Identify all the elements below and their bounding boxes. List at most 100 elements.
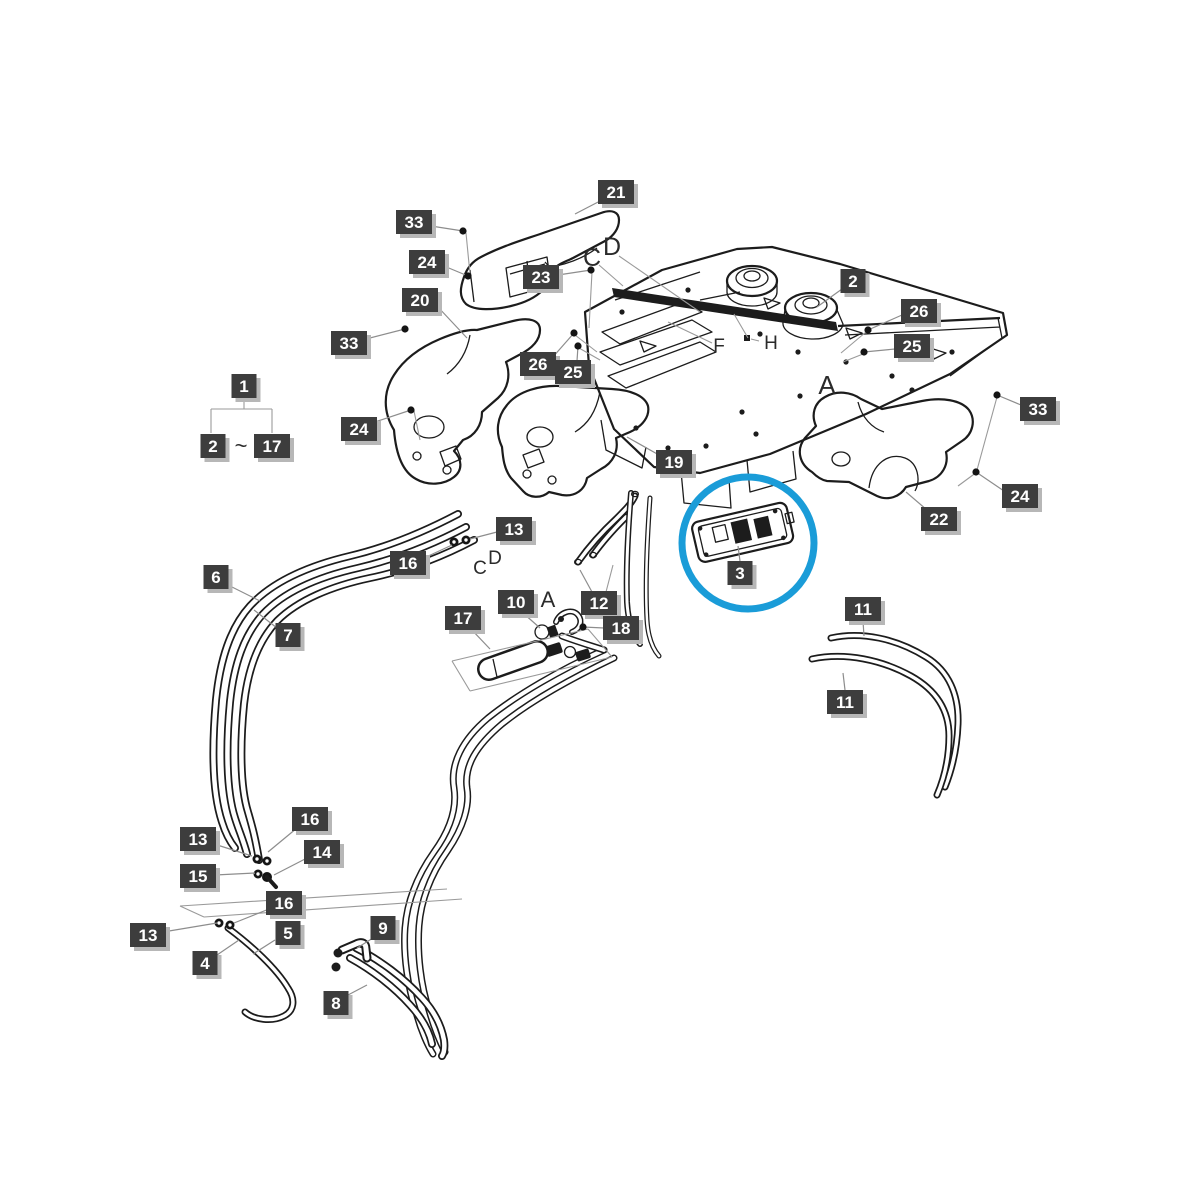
part-label-14[interactable]: 14	[304, 840, 344, 868]
label-text: 21	[607, 183, 626, 202]
part-label-2[interactable]: 2	[840, 269, 870, 297]
part-label-2[interactable]: 2	[200, 434, 230, 462]
label-box	[130, 923, 166, 947]
label-text: 9	[378, 919, 387, 938]
label-box	[496, 517, 532, 541]
part-label-17[interactable]: 17	[445, 606, 485, 634]
tube-8-9-drawing	[331, 938, 449, 1060]
part-label-16[interactable]: 16	[292, 807, 332, 835]
label-box	[323, 991, 349, 1015]
fastener-dot	[864, 326, 872, 334]
part-label-10[interactable]: 10	[498, 590, 538, 618]
part-label-24[interactable]: 24	[1002, 484, 1042, 512]
fastener-dot	[401, 325, 409, 333]
part-label-16[interactable]: 16	[390, 551, 430, 579]
part-label-19[interactable]: 19	[656, 450, 696, 478]
label-box	[304, 840, 340, 864]
label-box	[266, 891, 302, 915]
label-text: 16	[301, 810, 320, 829]
label-text: 14	[313, 843, 332, 862]
leader-line	[579, 569, 593, 593]
leader-line	[347, 984, 368, 996]
part-label-5[interactable]: 5	[275, 921, 305, 949]
label-box	[656, 450, 692, 474]
part-label-6[interactable]: 6	[203, 565, 233, 593]
part-label-26[interactable]: 26	[901, 299, 941, 327]
reference-lines	[179, 232, 998, 918]
label-text: 7	[283, 626, 292, 645]
fastener-dot	[459, 227, 467, 235]
part-label-4[interactable]: 4	[192, 951, 222, 979]
label-box	[1020, 397, 1056, 421]
part-label-1[interactable]: 1	[231, 374, 261, 402]
part-label-25[interactable]: 25	[555, 360, 595, 388]
label-box	[1002, 484, 1038, 508]
part-label-20[interactable]: 20	[402, 288, 442, 316]
part-label-11[interactable]: 11	[827, 690, 867, 718]
label-text: 19	[665, 453, 684, 472]
part-label-33[interactable]: 33	[396, 210, 436, 238]
label-box	[192, 951, 218, 975]
label-box	[180, 827, 216, 851]
label-text: 33	[405, 213, 424, 232]
label-text: 13	[139, 926, 158, 945]
part-label-16[interactable]: 16	[266, 891, 306, 919]
label-text: 16	[399, 554, 418, 573]
label-text: 8	[331, 994, 340, 1013]
part-label-25[interactable]: 25	[894, 334, 934, 362]
diagram-artwork	[179, 210, 1009, 1060]
part-label-17[interactable]: 17	[254, 434, 294, 462]
part-label-7[interactable]: 7	[275, 623, 305, 651]
label-box	[292, 807, 328, 831]
label-box	[581, 591, 617, 615]
leader-line	[557, 269, 592, 276]
part-label-26[interactable]: 26	[520, 352, 560, 380]
label-text: 3	[735, 564, 744, 583]
fastener-dot	[464, 272, 472, 280]
leader-line	[162, 922, 218, 933]
part-label-8[interactable]: 8	[323, 991, 353, 1019]
leader-line	[430, 225, 464, 232]
part-label-13[interactable]: 13	[130, 923, 170, 951]
part-label-18[interactable]: 18	[603, 616, 643, 644]
part-17-filter-drawing	[477, 608, 584, 681]
fastener-dot	[579, 623, 587, 631]
label-text: 24	[350, 420, 369, 439]
label-text: 11	[836, 693, 854, 712]
long-tube-bundle-drawing	[401, 632, 618, 1058]
label-box	[555, 360, 591, 384]
part-label-21[interactable]: 21	[598, 180, 638, 208]
label-box	[254, 434, 290, 458]
part-label-24[interactable]: 24	[409, 250, 449, 278]
leader-line	[371, 409, 412, 424]
leader-line	[233, 908, 270, 924]
part-label-15[interactable]: 15	[180, 864, 220, 892]
part-label-23[interactable]: 23	[523, 265, 563, 293]
label-text: 18	[612, 619, 631, 638]
reference-letter-H: H	[764, 333, 778, 354]
part-label-3[interactable]: 3	[727, 561, 757, 589]
part-label-13[interactable]: 13	[496, 517, 536, 545]
label-text: 24	[1011, 487, 1030, 506]
part-label-33[interactable]: 33	[331, 331, 371, 359]
part-label-9[interactable]: 9	[370, 916, 400, 944]
leader-line	[252, 939, 276, 955]
leader-line	[216, 939, 240, 956]
label-box	[396, 210, 432, 234]
part-label-13[interactable]: 13	[180, 827, 220, 855]
reference-letter-D: D	[488, 548, 502, 569]
label-text: 22	[930, 510, 949, 529]
part-label-24[interactable]: 24	[341, 417, 381, 445]
part-label-11[interactable]: 11	[845, 597, 885, 625]
part-label-12[interactable]: 12	[581, 591, 621, 619]
label-box	[894, 334, 930, 358]
part-label-33[interactable]: 33	[1020, 397, 1060, 425]
label-text: 17	[263, 437, 282, 456]
leader-line	[227, 584, 261, 602]
label-text: 24	[418, 253, 437, 272]
part-22-drawing	[798, 391, 974, 500]
label-box	[498, 590, 534, 614]
part-label-22[interactable]: 22	[921, 507, 961, 535]
leader-line	[863, 348, 896, 353]
